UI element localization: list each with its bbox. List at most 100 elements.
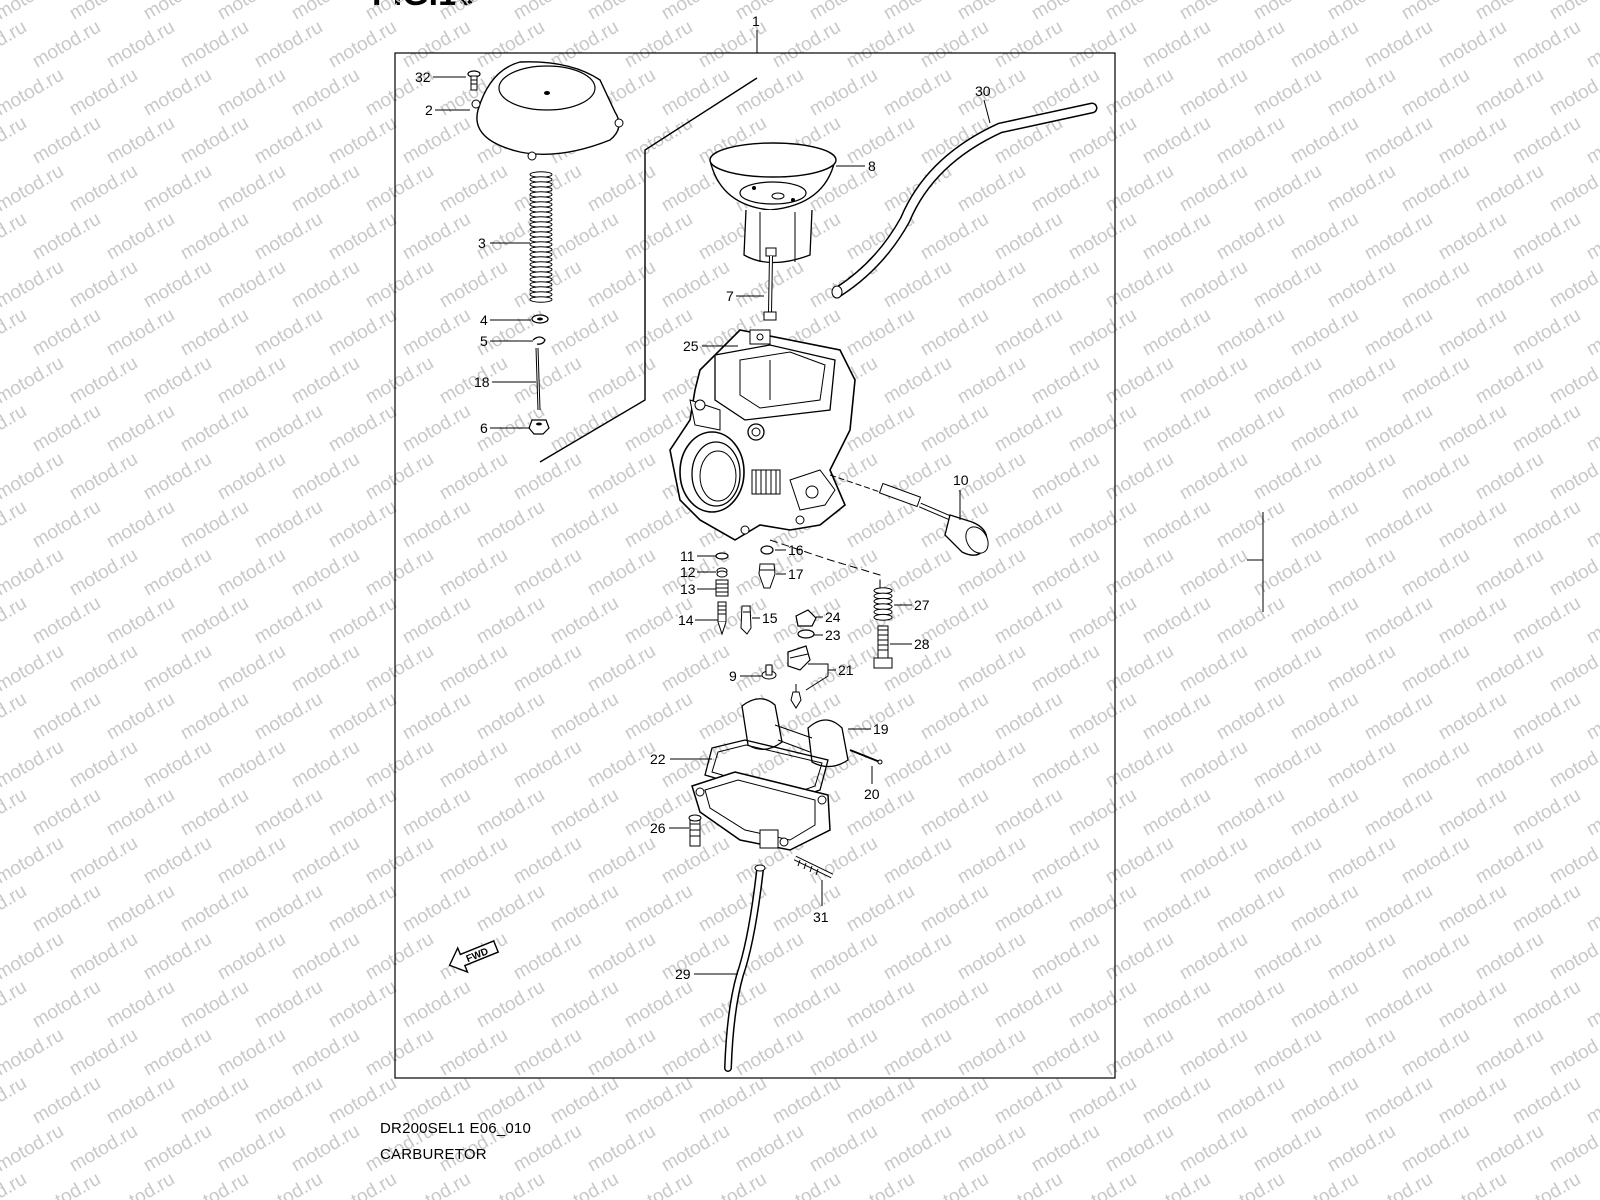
watermark-text: motod.ru — [621, 881, 696, 937]
watermark-text: motod.ru — [806, 833, 881, 889]
watermark-text: motod.ru — [399, 401, 474, 457]
watermark-text: motod.ru — [1139, 1073, 1214, 1129]
watermark-text: motod.ru — [1213, 17, 1288, 73]
watermark-text: motod.ru — [991, 209, 1066, 265]
main-jet-part-24 — [795, 609, 817, 627]
watermark-text: motod.ru — [66, 641, 141, 697]
watermark-text: motod.ru — [1361, 305, 1436, 361]
watermark-text: motod.ru — [1435, 497, 1510, 553]
part-number-label-31: 31 — [813, 909, 829, 925]
watermark-text: motod.ru — [288, 833, 363, 889]
part-number-label-10: 10 — [953, 472, 969, 488]
watermark-text: motod.ru — [1028, 737, 1103, 793]
watermark-text: motod.ru — [954, 257, 1029, 313]
watermark-text: motod.ru — [917, 689, 992, 745]
watermark-text: motod.ru — [1472, 641, 1547, 697]
screw-part-26 — [688, 814, 702, 847]
watermark-text: motod.ru — [288, 1121, 363, 1177]
pilot-screw-part-14 — [717, 601, 727, 636]
watermark-text: motod.ru — [621, 209, 696, 265]
watermark-text: motod.ru — [1398, 353, 1473, 409]
watermark-text: motod.ru — [695, 1073, 770, 1129]
watermark-text: motod.ru — [1176, 257, 1251, 313]
watermark-text: motod.ru — [29, 1169, 104, 1200]
watermark-text: motod.ru — [177, 593, 252, 649]
watermark-text: motod.ru — [1287, 881, 1362, 937]
watermark-text: motod.ru — [362, 449, 437, 505]
watermark-text: motod.ru — [288, 545, 363, 601]
watermark-text: motod.ru — [1583, 497, 1600, 553]
watermark-text: motod.ru — [1176, 161, 1251, 217]
watermark-text: motod.ru — [584, 1121, 659, 1177]
watermark-text: motod.ru — [1139, 593, 1214, 649]
watermark-text: motod.ru — [880, 737, 955, 793]
throttle-stop-screw-part-28 — [873, 625, 893, 669]
watermark-text: motod.ru — [621, 17, 696, 73]
watermark-text: motod.ru — [325, 305, 400, 361]
watermark-text: motod.ru — [547, 401, 622, 457]
watermark-text: motod.ru — [251, 209, 326, 265]
watermark-text: motod.ru — [214, 929, 289, 985]
watermark-text: motod.ru — [103, 497, 178, 553]
watermark-text: motod.ru — [214, 161, 289, 217]
watermark-text: motod.ru — [1287, 593, 1362, 649]
watermark-text: motod.ru — [1139, 401, 1214, 457]
watermark-text: motod.ru — [29, 17, 104, 73]
watermark-text: motod.ru — [214, 833, 289, 889]
watermark-text: motod.ru — [1398, 1025, 1473, 1081]
watermark-text: motod.ru — [1176, 353, 1251, 409]
watermark-text: motod.ru — [769, 17, 844, 73]
watermark-text: motod.ru — [806, 65, 881, 121]
watermark-text: motod.ru — [1065, 881, 1140, 937]
watermark-text: motod.ru — [991, 785, 1066, 841]
watermark-text: motod.ru — [584, 161, 659, 217]
watermark-text: motod.ru — [399, 593, 474, 649]
watermark-text: motod.ru — [1546, 1121, 1600, 1177]
watermark-text: motod.ru — [1435, 689, 1510, 745]
watermark-text: motod.ru — [1102, 65, 1177, 121]
watermark-text: motod.ru — [251, 977, 326, 1033]
watermark-text: motod.ru — [880, 65, 955, 121]
watermark-text: motod.ru — [103, 881, 178, 937]
watermark-text: motod.ru — [288, 929, 363, 985]
watermark-text: motod.ru — [214, 353, 289, 409]
watermark-text: motod.ru — [658, 65, 733, 121]
part-number-label-2: 2 — [425, 102, 433, 118]
watermark-text: motod.ru — [214, 737, 289, 793]
watermark-text: motod.ru — [1509, 209, 1584, 265]
watermark-text: motod.ru — [140, 161, 215, 217]
watermark-text: motod.ru — [991, 401, 1066, 457]
watermark-text: motod.ru — [1213, 593, 1288, 649]
watermark-text: motod.ru — [991, 881, 1066, 937]
watermark-text: motod.ru — [251, 785, 326, 841]
watermark-text: motod.ru — [954, 641, 1029, 697]
watermark-text: motod.ru — [843, 113, 918, 169]
watermark-text: motod.ru — [325, 401, 400, 457]
watermark-text: motod.ru — [843, 785, 918, 841]
watermark-text: motod.ru — [103, 113, 178, 169]
watermark-text: motod.ru — [510, 1025, 585, 1081]
watermark-text: motod.ru — [1583, 881, 1600, 937]
watermark-text: motod.ru — [29, 497, 104, 553]
watermark-text: motod.ru — [1176, 545, 1251, 601]
watermark-text: motod.ru — [214, 641, 289, 697]
part-number-label-24: 24 — [825, 609, 841, 625]
watermark-text: motod.ru — [1028, 353, 1103, 409]
watermark-text: motod.ru — [66, 65, 141, 121]
watermark-text: motod.ru — [1250, 65, 1325, 121]
watermark-text: motod.ru — [1472, 353, 1547, 409]
watermark-text: motod.ru — [325, 881, 400, 937]
screw-part-32 — [467, 70, 481, 91]
watermark-text: motod.ru — [1065, 977, 1140, 1033]
watermark-text: motod.ru — [1324, 929, 1399, 985]
watermark-text: motod.ru — [1546, 545, 1600, 601]
watermark-text: motod.ru — [547, 1073, 622, 1129]
watermark-text: motod.ru — [1509, 785, 1584, 841]
watermark-text: motod.ru — [1324, 257, 1399, 313]
watermark-text: motod.ru — [251, 1169, 326, 1200]
spring-part-13 — [715, 579, 729, 597]
watermark-text: motod.ru — [1065, 113, 1140, 169]
part-number-label-14: 14 — [678, 612, 694, 628]
watermark-text: motod.ru — [1287, 401, 1362, 457]
